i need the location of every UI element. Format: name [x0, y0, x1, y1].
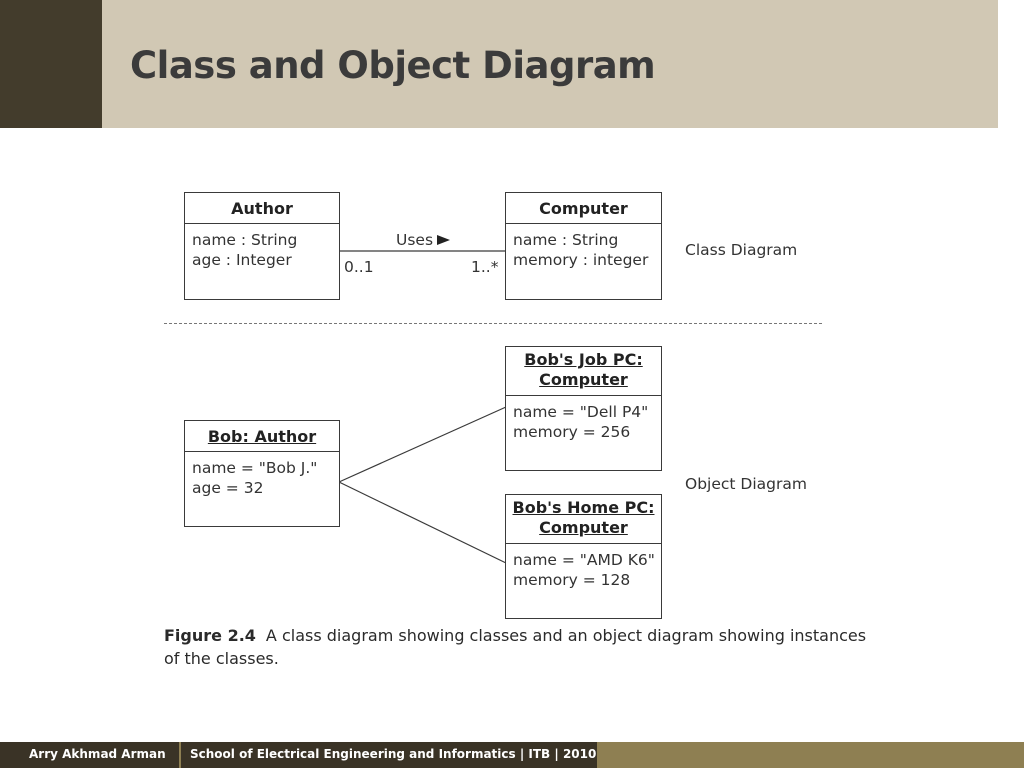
computer-class-name: Computer [506, 193, 661, 224]
figure-number: Figure 2.4 [164, 626, 256, 645]
association-label: Uses [396, 231, 434, 249]
figure-caption-text: A class diagram showing classes and an o… [164, 626, 867, 668]
job-pc-object-name: Bob's Job PC: Computer [506, 347, 661, 396]
author-class-box: Author name : String age : Integer [184, 192, 340, 300]
header-band [102, 0, 998, 128]
home-pc-object-box: Bob's Home PC: Computer name = "AMD K6" … [505, 494, 662, 619]
job-pc-title-line1: Bob's Job PC: [524, 350, 643, 369]
target-multiplicity: 1..* [471, 258, 499, 276]
home-pc-title-line1: Bob's Home PC: [512, 498, 655, 517]
author-class-name: Author [185, 193, 339, 224]
class-attribute: age : Integer [192, 251, 292, 269]
footer-institution: School of Electrical Engineering and Inf… [190, 747, 597, 761]
link-bob-home-pc [338, 481, 507, 564]
object-diagram-label: Object Diagram [685, 475, 807, 493]
source-multiplicity: 0..1 [344, 258, 374, 276]
object-attribute: memory = 128 [513, 571, 631, 589]
footer-author: Arry Akhmad Arman [29, 747, 166, 761]
bob-object-box: Bob: Author name = "Bob J." age = 32 [184, 420, 340, 527]
bob-object-attributes: name = "Bob J." age = 32 [185, 452, 339, 498]
section-divider [164, 323, 822, 324]
footer-bar [0, 742, 597, 768]
footer-separator [179, 742, 181, 768]
class-diagram-label: Class Diagram [685, 241, 798, 259]
computer-class-attributes: name : String memory : integer [506, 224, 661, 270]
home-pc-title-line2: Computer [539, 518, 628, 537]
job-pc-title-line2: Computer [539, 370, 628, 389]
footer-accent-bar [597, 742, 1024, 768]
object-attribute: name = "Bob J." [192, 459, 318, 477]
object-attribute: name = "Dell P4" [513, 403, 649, 421]
job-pc-object-box: Bob's Job PC: Computer name = "Dell P4" … [505, 346, 662, 471]
home-pc-object-name: Bob's Home PC: Computer [506, 495, 661, 544]
bob-object-title: Bob: Author [207, 427, 317, 446]
object-attribute: memory = 256 [513, 423, 631, 441]
class-attribute: name : String [192, 231, 298, 249]
author-class-attributes: name : String age : Integer [185, 224, 339, 270]
object-attribute: age = 32 [192, 479, 264, 497]
class-attribute: name : String [513, 231, 619, 249]
slide-title: Class and Object Diagram [130, 44, 656, 87]
computer-class-box: Computer name : String memory : integer [505, 192, 662, 300]
link-bob-job-pc [338, 406, 507, 483]
object-attribute: name = "AMD K6" [513, 551, 655, 569]
header-accent-block [0, 0, 102, 128]
class-attribute: memory : integer [513, 251, 649, 269]
bob-object-name: Bob: Author [185, 421, 339, 452]
home-pc-object-attributes: name = "AMD K6" memory = 128 [506, 544, 661, 590]
job-pc-object-attributes: name = "Dell P4" memory = 256 [506, 396, 661, 442]
uses-direction-arrow-icon [437, 235, 450, 245]
